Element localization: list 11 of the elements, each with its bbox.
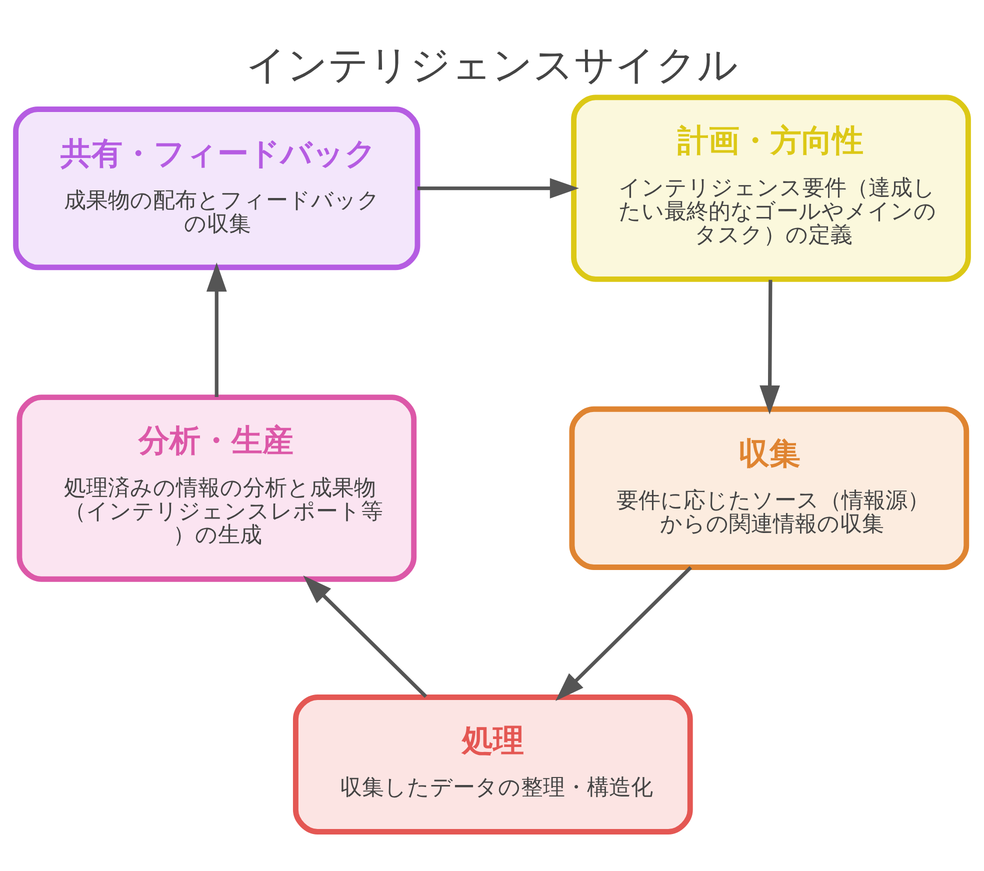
arrow <box>303 575 428 698</box>
node-box: 収集 要件に応じたソース（情報源）からの関連情報の収集 <box>569 406 970 570</box>
arrow <box>555 566 692 701</box>
node-box: 処理 収集したデータの整理・構造化 <box>292 694 693 834</box>
arrow <box>417 178 580 198</box>
diagram-title: インテリジェンスサイクル <box>246 42 738 89</box>
node-box: 計画・方向性 インテリジェンス要件（達成したい最終的なゴールやメインのタスク）の定義 <box>571 94 971 282</box>
arrow <box>760 280 780 415</box>
arrow <box>206 262 227 398</box>
node-box: 共有・フィードバック 成果物の配布とフィードバックの収集 <box>13 106 420 270</box>
node-box: 分析・生産 処理済みの情報の分析と成果物（インテリジェンスレポート等）の生成 <box>16 394 417 582</box>
